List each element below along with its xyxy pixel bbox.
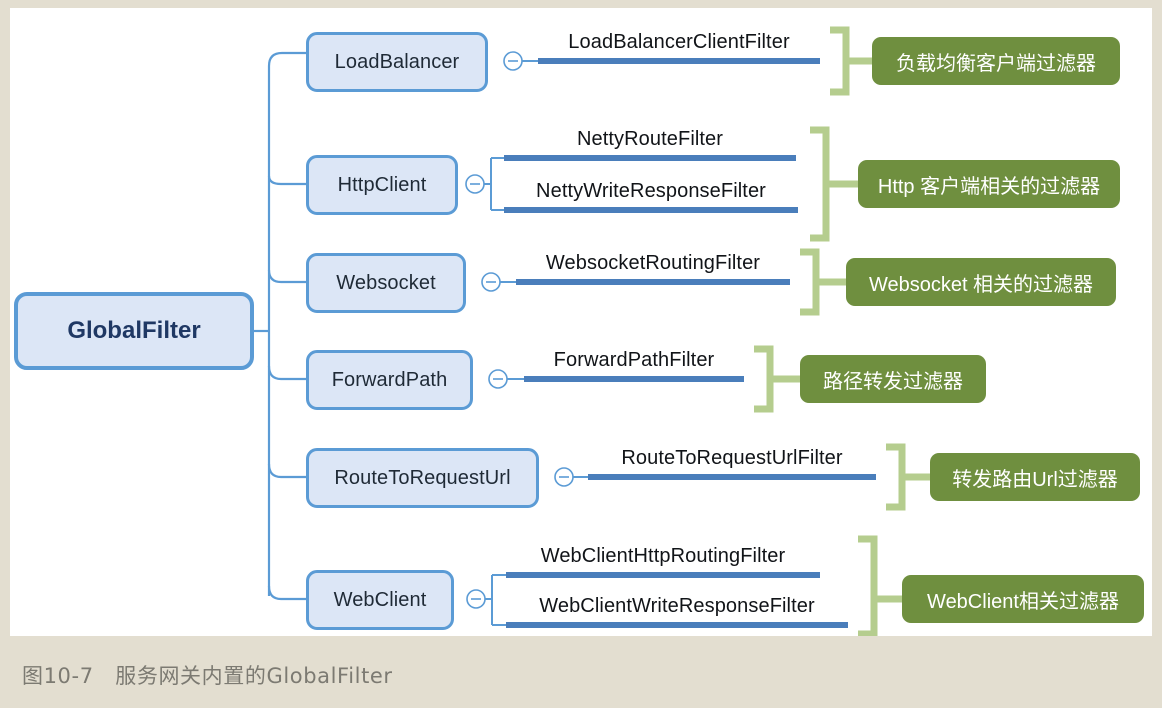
category-chip-label: 路径转发过滤器 <box>823 370 963 393</box>
group-bracket-websocket <box>800 248 820 316</box>
branch-connector-websocket <box>267 269 306 284</box>
branch-connector-forwardpath <box>267 365 306 381</box>
root-node-label: GlobalFilter <box>67 317 201 344</box>
category-chip-label: WebClient相关过滤器 <box>927 590 1119 613</box>
category-chip-loadbalancer[interactable]: 负载均衡客户端过滤器 <box>872 37 1120 85</box>
branch-node-forwardpath[interactable]: ForwardPath <box>306 350 473 410</box>
branch-node-routetorequesturl[interactable]: RouteToRequestUrl <box>306 448 539 508</box>
category-chip-label: 负载均衡客户端过滤器 <box>896 52 1096 75</box>
leaf-connector-webclient <box>485 574 506 626</box>
category-chip-label: Websocket 相关的过滤器 <box>868 273 1094 296</box>
leaf-text: NettyWriteResponseFilter <box>536 180 766 202</box>
leaf-label-webclientwriteresponsefilter[interactable]: WebClientWriteResponseFilter <box>506 595 848 618</box>
leaf-text: RouteToRequestUrlFilter <box>621 447 843 469</box>
branch-connector-webclient <box>267 585 306 601</box>
category-chip-label: Http 客户端相关的过滤器 <box>877 175 1101 198</box>
root-node-globalfilter[interactable]: GlobalFilter <box>14 292 254 370</box>
category-chip-httpclient[interactable]: Http 客户端相关的过滤器 <box>858 160 1120 208</box>
leaf-label-websocketroutingfilter[interactable]: WebsocketRoutingFilter <box>516 252 790 275</box>
group-bracket-loadbalancer <box>830 26 850 96</box>
leaf-text: NettyRouteFilter <box>576 128 724 150</box>
leaf-label-routetorequesturlfilter[interactable]: RouteToRequestUrlFilter <box>588 447 876 470</box>
leaf-label-forwardpathfilter[interactable]: ForwardPathFilter <box>524 349 744 372</box>
leaf-text: WebClientHttpRoutingFilter <box>540 545 786 567</box>
group-bracket-httpclient <box>810 126 830 242</box>
category-chip-forwardpath[interactable]: 路径转发过滤器 <box>800 355 986 403</box>
branch-node-loadbalancer[interactable]: LoadBalancer <box>306 32 488 92</box>
branch-node-label: RouteToRequestUrl <box>334 466 511 489</box>
branch-node-label: Websocket <box>336 271 436 294</box>
category-chip-routetorequesturl[interactable]: 转发路由Url过滤器 <box>930 453 1140 501</box>
connector-layer <box>253 26 930 636</box>
category-chip-websocket[interactable]: Websocket 相关的过滤器 <box>846 258 1116 306</box>
branch-node-webclient[interactable]: WebClient <box>306 570 454 630</box>
leaf-label-nettyroutefilter[interactable]: NettyRouteFilter <box>504 128 796 151</box>
branch-node-label: HttpClient <box>337 173 427 196</box>
group-bracket-forwardpath <box>754 345 774 413</box>
branch-node-label: WebClient <box>333 588 427 611</box>
leaf-text: ForwardPathFilter <box>553 349 715 371</box>
leaf-text: WebClientWriteResponseFilter <box>539 595 815 617</box>
leaf-text: LoadBalancerClientFilter <box>568 31 790 53</box>
figure-caption: 图10-7 服务网关内置的GlobalFilter <box>22 664 393 688</box>
branch-connector-routetorequesturl <box>267 463 306 479</box>
branch-node-httpclient[interactable]: HttpClient <box>306 155 458 215</box>
group-bracket-webclient <box>858 535 878 636</box>
leaf-connector-httpclient <box>484 157 504 211</box>
mindmap-canvas: GlobalFilter LoadBalancer HttpClient Web… <box>10 8 1152 636</box>
branch-connector-loadbalancer <box>267 51 306 67</box>
leaf-label-nettywriteresponsefilter[interactable]: NettyWriteResponseFilter <box>504 180 798 203</box>
group-bracket-routetorequesturl <box>886 443 906 511</box>
branch-connector-httpclient <box>267 175 306 186</box>
branch-node-websocket[interactable]: Websocket <box>306 253 466 313</box>
branch-node-label: LoadBalancer <box>334 50 460 73</box>
leaf-text: WebsocketRoutingFilter <box>545 252 761 274</box>
category-chip-webclient[interactable]: WebClient相关过滤器 <box>902 575 1144 623</box>
branch-node-label: ForwardPath <box>331 368 448 391</box>
leaf-label-webclienthttproutingfilter[interactable]: WebClientHttpRoutingFilter <box>506 545 820 568</box>
leaf-label-loadbalancerclientfilter[interactable]: LoadBalancerClientFilter <box>538 31 820 54</box>
category-chip-label: 转发路由Url过滤器 <box>952 468 1118 491</box>
